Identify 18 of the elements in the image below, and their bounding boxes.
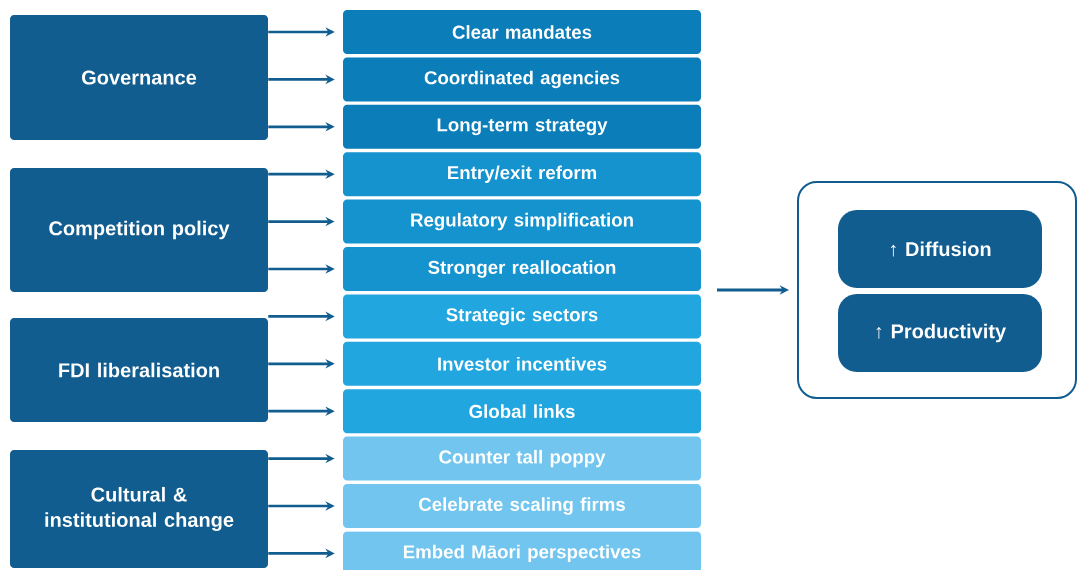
measure-box: Coordinated agencies [343, 57, 701, 102]
measure-box: Embed Māori perspectives [343, 531, 701, 570]
measure-box: Celebrate scaling firms [343, 484, 701, 528]
measure-box: Global links [343, 389, 701, 434]
measure-box: Investor incentives [343, 341, 701, 386]
category-box: Cultural & institutional change [10, 450, 268, 568]
measure-box: Strategic sectors [343, 294, 701, 339]
measure-box: Stronger reallocation [343, 247, 701, 291]
measure-box: Clear mandates [343, 10, 701, 54]
category-box: Governance [10, 14, 268, 141]
measure-box: Counter tall poppy [343, 436, 701, 481]
category-box: Competition policy [10, 168, 268, 292]
outcome-box: ↑ Diffusion [838, 210, 1042, 288]
outcome-box: ↑ Productivity [838, 294, 1042, 372]
measure-box: Long-term strategy [343, 104, 701, 149]
measure-box: Regulatory simplification [343, 199, 701, 244]
measure-box: Entry/exit reform [343, 152, 701, 197]
category-box: FDI liberalisation [10, 318, 268, 422]
